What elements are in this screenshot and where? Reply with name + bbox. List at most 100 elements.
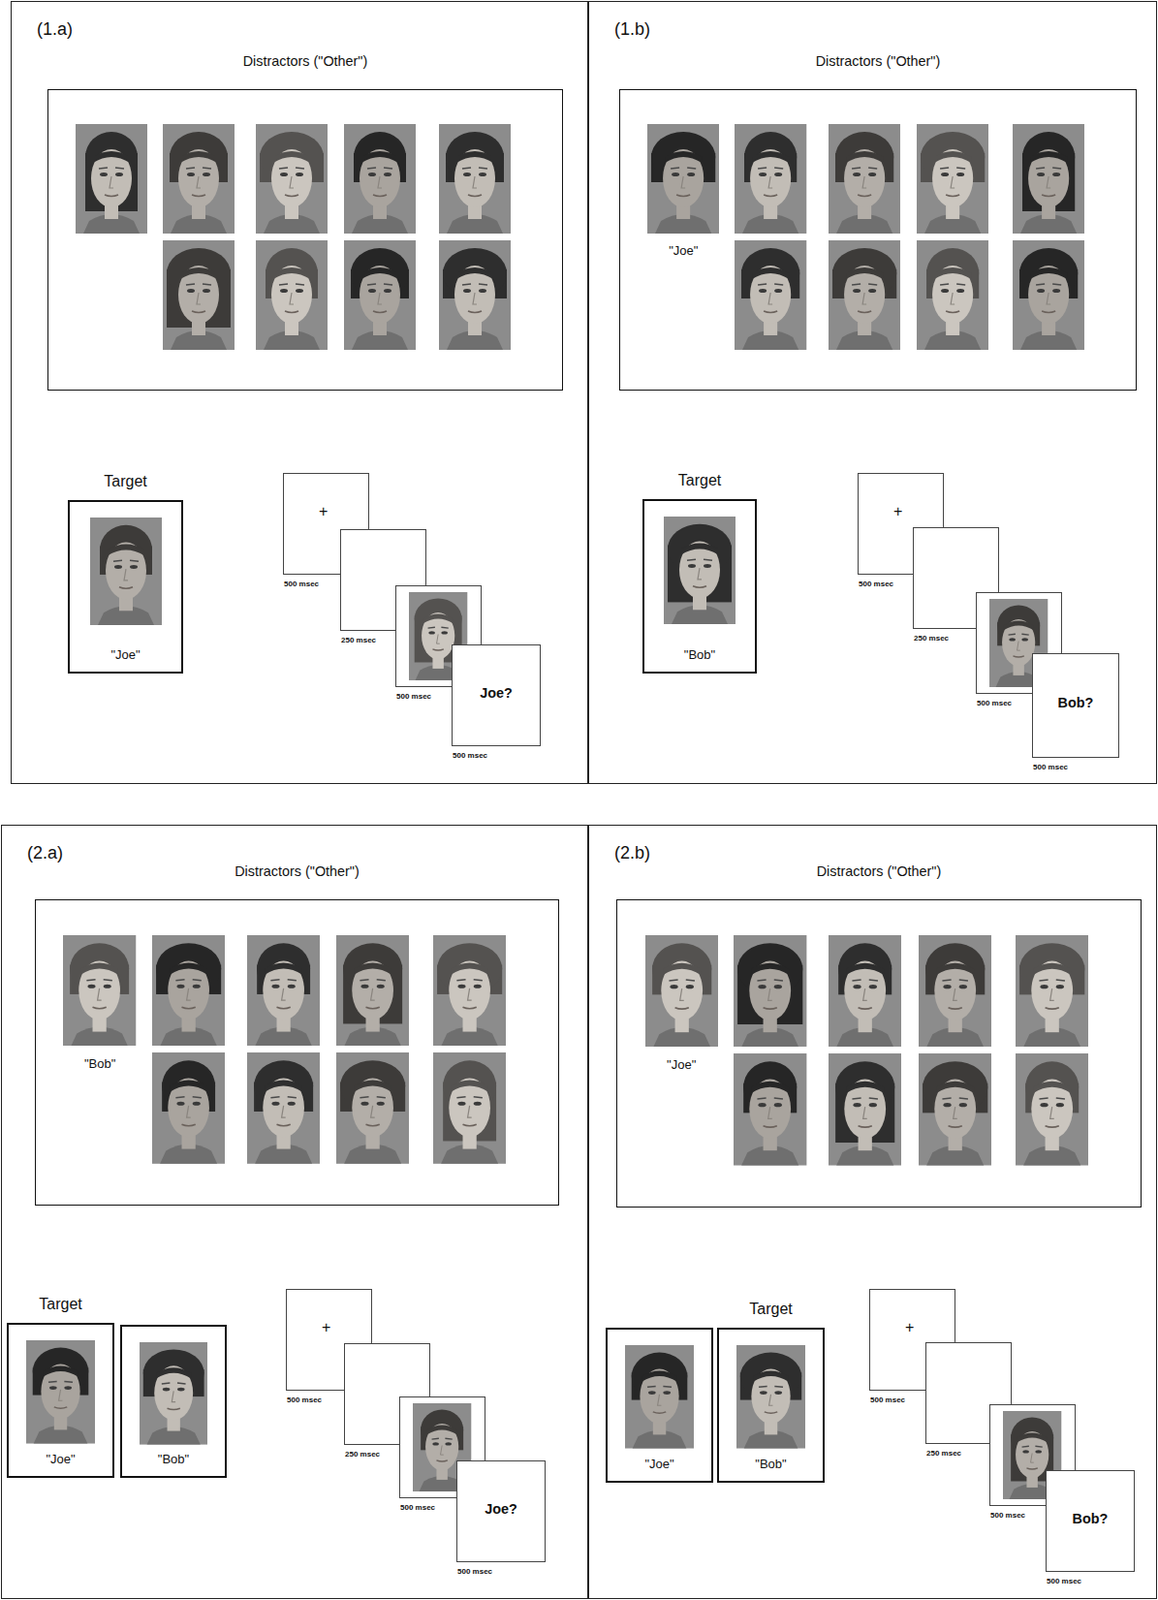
- fixation-cross: +: [321, 1318, 331, 1337]
- duration-label: 500 msec: [452, 751, 488, 760]
- duration-label: 500 msec: [286, 1395, 322, 1405]
- face-photo: [255, 240, 328, 350]
- question-prompt: Joe?: [457, 1501, 545, 1517]
- face-photo: [733, 935, 807, 1048]
- face-photo: [433, 1052, 506, 1164]
- duration-label: 500 msec: [858, 579, 894, 589]
- face-photo: [828, 935, 902, 1048]
- face-photo: [247, 1052, 320, 1164]
- face-photo: [139, 1342, 208, 1445]
- face-photo: [1015, 1053, 1089, 1166]
- target-card: Target"Joe": [6, 1322, 115, 1478]
- face-photo: [734, 124, 807, 234]
- face-name: "Bob": [719, 1456, 823, 1471]
- face-photo: [916, 124, 989, 234]
- face-photo: [1012, 240, 1085, 350]
- face-photo: [918, 935, 992, 1048]
- target-card: "Bob": [120, 1324, 227, 1478]
- target-card: Target"Bob": [642, 499, 757, 674]
- face-photo: [336, 1052, 409, 1164]
- face-photo: [645, 935, 719, 1048]
- trial-frame: Bob?500 msec: [1032, 653, 1120, 758]
- face-photo: [433, 935, 506, 1047]
- duration-label: 250 msec: [341, 635, 376, 645]
- duration-label: 250 msec: [926, 1448, 962, 1458]
- face-photo: [647, 124, 720, 234]
- panel-label: (1.b): [614, 19, 651, 40]
- face-photo: [438, 124, 511, 234]
- fixation-cross: +: [905, 1318, 914, 1337]
- face-name: "Bob": [122, 1451, 225, 1467]
- face-name: "Joe": [637, 243, 729, 258]
- duration-label: 500 msec: [283, 579, 319, 589]
- panel-label: (2.a): [27, 843, 63, 864]
- trial-frame: Joe?500 msec: [451, 644, 541, 747]
- target-heading: Target: [625, 471, 775, 490]
- duration-label: 500 msec: [870, 1395, 906, 1405]
- distractor-set: Distractors ("Other")"Joe": [616, 899, 1142, 1208]
- face-photo: [344, 240, 416, 350]
- face-photo: [75, 124, 148, 234]
- duration-label: 500 msec: [990, 1510, 1026, 1520]
- fixation-cross: +: [318, 502, 328, 521]
- target-card: Target"Bob": [717, 1327, 825, 1483]
- target-heading: Target: [699, 1300, 843, 1318]
- set-heading: Distractors ("Other"): [48, 53, 563, 69]
- face-name: "Bob": [53, 1056, 146, 1071]
- panel-label: (1.a): [36, 19, 73, 40]
- panel-label: (2.b): [614, 843, 651, 864]
- face-photo: [734, 240, 807, 350]
- question-prompt: Bob?: [1032, 694, 1119, 711]
- duration-label: 500 msec: [400, 1502, 436, 1512]
- face-photo: [336, 935, 409, 1047]
- duration-label: 250 msec: [913, 633, 949, 643]
- trial-frame: Bob?500 msec: [1045, 1470, 1135, 1572]
- face-photo: [90, 517, 162, 626]
- face-name: "Joe": [607, 1456, 712, 1471]
- figure-panel: (1.a)Distractors ("Other")Target"Joe"+50…: [10, 0, 589, 784]
- face-photo: [344, 124, 416, 234]
- target-card: Target"Joe": [67, 500, 184, 674]
- duration-label: 500 msec: [396, 691, 432, 701]
- face-photo: [247, 935, 320, 1047]
- duration-label: 500 msec: [1046, 1576, 1082, 1586]
- question-prompt: Joe?: [452, 685, 540, 701]
- distractor-set: Distractors ("Other")"Joe": [619, 89, 1137, 391]
- face-photo: [26, 1340, 95, 1444]
- face-name: "Joe": [635, 1057, 728, 1072]
- face-photo: [152, 935, 225, 1047]
- set-heading: Distractors ("Other"): [617, 863, 1141, 879]
- face-name: "Joe": [69, 647, 182, 662]
- face-photo: [828, 240, 901, 350]
- face-photo: [916, 240, 989, 350]
- fixation-cross: +: [893, 502, 903, 521]
- face-photo: [255, 124, 328, 234]
- set-heading: Distractors ("Other"): [620, 53, 1136, 69]
- face-photo: [733, 1053, 807, 1166]
- figure-panel: (2.a)Distractors ("Other")"Bob"Target"Jo…: [0, 824, 589, 1599]
- distractor-set: Distractors ("Other")"Bob": [34, 899, 560, 1206]
- face-photo: [663, 516, 736, 625]
- face-photo: [152, 1052, 225, 1164]
- face-photo: [625, 1345, 694, 1449]
- figure-panel: (2.b)Distractors ("Other")"Joe""Joe"Targ…: [588, 824, 1158, 1599]
- face-photo: [918, 1053, 992, 1166]
- face-photo: [1012, 124, 1085, 234]
- face-photo: [736, 1345, 806, 1449]
- duration-label: 500 msec: [1032, 762, 1068, 772]
- set-heading: Distractors ("Other"): [35, 863, 559, 879]
- figure-panel: (1.b)Distractors ("Other")"Joe"Target"Bo…: [588, 0, 1158, 784]
- trial-frame: Joe?500 msec: [456, 1460, 546, 1563]
- distractor-set: Distractors ("Other"): [47, 89, 564, 391]
- face-photo: [162, 240, 235, 350]
- target-card: "Joe": [605, 1327, 714, 1483]
- face-photo: [1015, 935, 1089, 1048]
- face-photo: [438, 240, 511, 350]
- duration-label: 500 msec: [976, 698, 1012, 708]
- face-name: "Bob": [644, 647, 755, 662]
- duration-label: 250 msec: [344, 1449, 380, 1459]
- face-name: "Joe": [8, 1451, 113, 1467]
- face-photo: [162, 124, 235, 234]
- target-heading: Target: [50, 472, 201, 491]
